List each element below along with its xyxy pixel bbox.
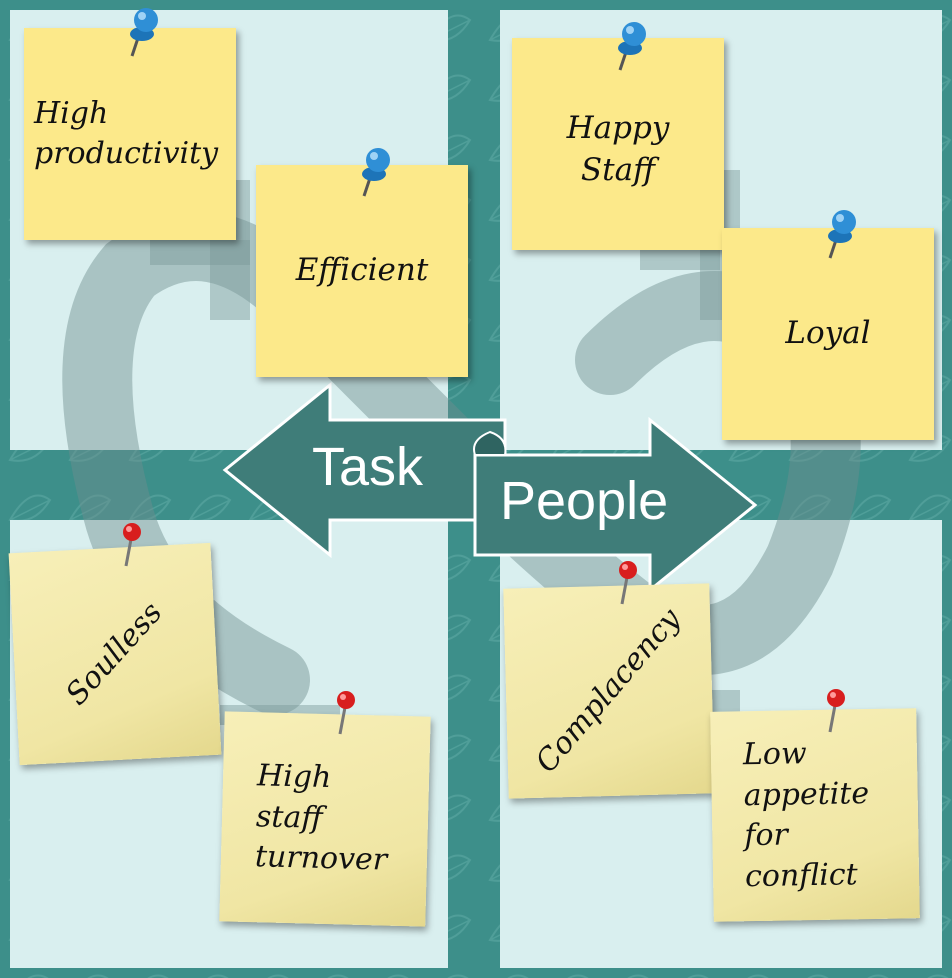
note-line: appetite (743, 775, 870, 813)
note-line: Staff (580, 151, 656, 188)
note-line: Complacency (528, 601, 688, 780)
red-pushpin-icon (827, 689, 845, 733)
note-line: Loyal (785, 315, 871, 352)
note-line: Soulless (59, 595, 170, 712)
note-line: for (744, 817, 789, 854)
sticky-note-high-productivity: High productivity (24, 28, 236, 240)
note-line: turnover (254, 839, 388, 878)
blue-pushpin-icon (130, 8, 158, 57)
sticky-note-efficient: Efficient (256, 165, 468, 377)
sticky-note-loyal: Loyal (722, 228, 934, 440)
sticky-note-high-staff-turnover: High staff turnover (219, 711, 431, 927)
note-line: High (34, 95, 109, 131)
task-label: Task (312, 437, 424, 497)
note-line: conflict (744, 856, 859, 894)
note-line: staff (255, 798, 324, 836)
note-line: Efficient (295, 252, 429, 289)
blue-pushpin-icon (618, 22, 646, 71)
red-pushpin-icon (619, 561, 637, 605)
sticky-note-low-appetite-for-conflict: Low appetite for conflict (710, 708, 920, 922)
note-line: High (256, 758, 332, 796)
blue-pushpin-icon (828, 210, 856, 259)
note-line: Happy (566, 110, 670, 146)
blue-pushpin-icon (362, 148, 390, 197)
red-pushpin-icon (123, 523, 141, 567)
red-pushpin-icon (337, 691, 355, 735)
people-label: People (500, 471, 669, 531)
note-line: productivity (34, 136, 219, 171)
sticky-note-happy-staff: Happy Staff (512, 38, 724, 250)
